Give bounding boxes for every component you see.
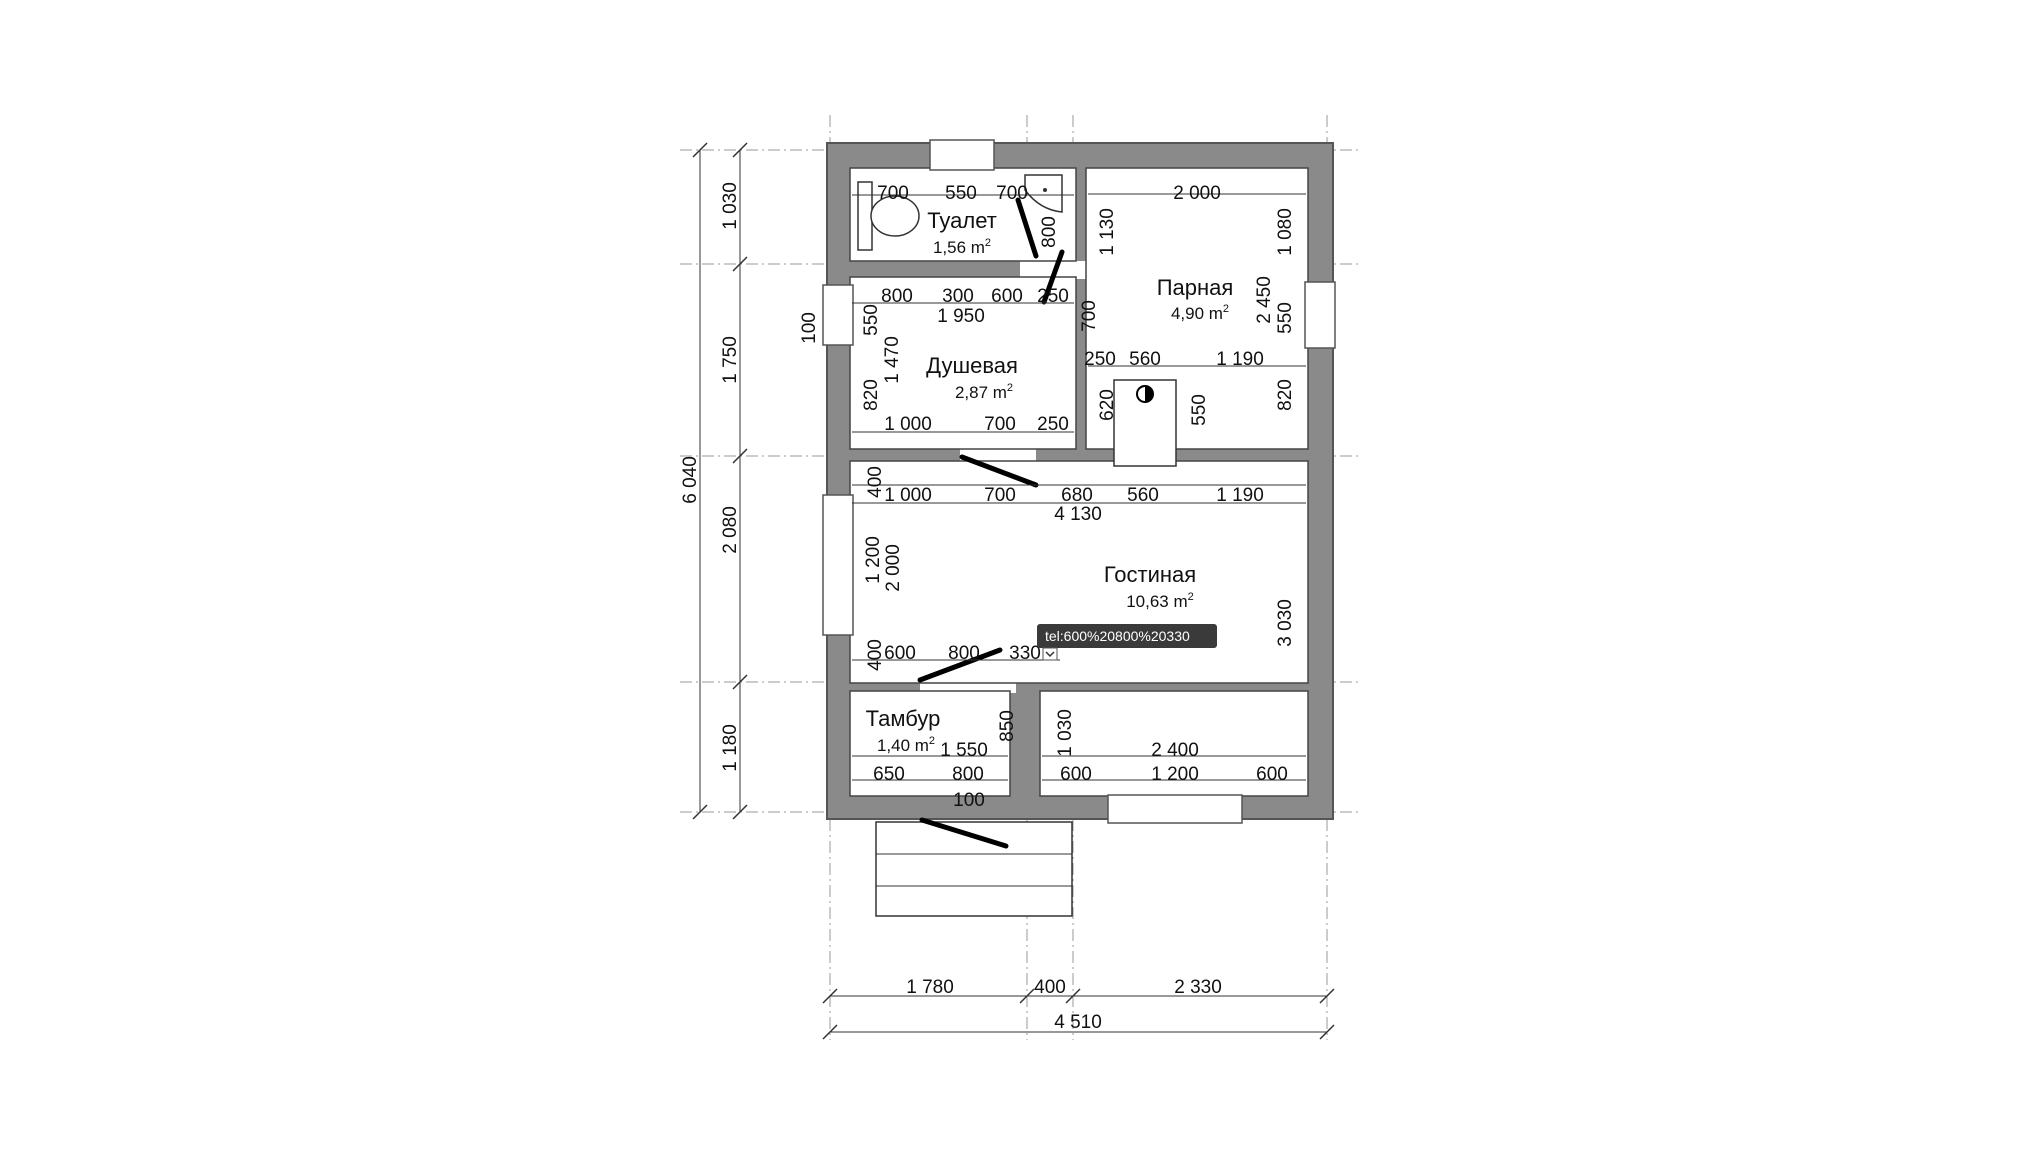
dim-s-250b: 250	[1037, 414, 1069, 435]
dim-s-600: 600	[991, 286, 1023, 307]
dim-g-800: 800	[948, 643, 980, 664]
dim-b-650: 650	[873, 764, 905, 785]
dim-p-560: 560	[1129, 349, 1161, 370]
dim-g-1000: 1 000	[884, 485, 932, 506]
dim-p-620: 620	[1097, 389, 1118, 421]
dim-p-1190: 1 190	[1216, 349, 1264, 370]
dim-b-600: 600	[1060, 764, 1092, 785]
dim-bottom-1780: 1 780	[906, 977, 954, 998]
dim-v-1030: 1 030	[1055, 709, 1076, 757]
dim-g-330: 330	[1009, 643, 1041, 664]
dim-bottom-400: 400	[1034, 977, 1066, 998]
room-name-shower: Душевая	[926, 353, 1018, 378]
door-living	[917, 647, 1003, 683]
room-name-sauna: Парная	[1157, 275, 1234, 300]
window-right-sauna	[1304, 281, 1336, 349]
room-name-living: Гостиная	[1104, 562, 1196, 587]
dim-t-800v: 800	[1039, 216, 1060, 248]
dim-g-3030: 3 030	[1275, 599, 1296, 647]
dim-p-550: 550	[1275, 302, 1296, 334]
interior-dimensions: 700 550 700 800 1 130 2 000 1 080 800 30…	[799, 183, 1306, 811]
dim-p-820: 820	[1275, 379, 1296, 411]
door-shower	[959, 454, 1039, 488]
dim-s-250: 250	[1037, 286, 1069, 307]
room-area-sauna: 4,90 m2	[1171, 303, 1229, 323]
dim-t-550: 550	[945, 183, 977, 204]
dim-p-2450: 2 450	[1254, 276, 1275, 324]
dim-v-1550: 1 550	[940, 740, 988, 761]
dim-s-700v: 700	[1079, 300, 1100, 332]
dim-s-800: 800	[881, 286, 913, 307]
toilet-icon	[857, 181, 920, 251]
dim-s-1950: 1 950	[937, 306, 985, 327]
dim-left-2080: 2 080	[720, 506, 741, 554]
dim-s-1000: 1 000	[884, 414, 932, 435]
dim-t-1080: 1 080	[1275, 208, 1296, 256]
dim-p-550b: 550	[1189, 394, 1210, 426]
dim-g-560: 560	[1127, 485, 1159, 506]
room-area-living: 10,63 m2	[1126, 591, 1194, 611]
dim-b-800: 800	[952, 764, 984, 785]
dim-t-1130: 1 130	[1097, 208, 1118, 256]
dim-b-1200: 1 200	[1151, 764, 1199, 785]
room-name-vestibule: Тамбур	[866, 706, 941, 731]
dim-b-100: 100	[953, 790, 985, 811]
window-top	[929, 139, 995, 171]
door-sauna	[1041, 249, 1065, 305]
window-left-living	[822, 494, 854, 636]
window-bottom	[1107, 794, 1243, 824]
dim-s-1470: 1 470	[882, 336, 903, 384]
dim-g-2000: 2 000	[883, 544, 904, 592]
dim-bottom-2330: 2 330	[1174, 977, 1222, 998]
dim-g-1200: 1 200	[863, 536, 884, 584]
dim-t-2000: 2 000	[1173, 183, 1221, 204]
dim-g-600: 600	[884, 643, 916, 664]
sink-icon	[1024, 174, 1063, 213]
door-entrance	[919, 817, 1009, 849]
room-name-toilet: Туалет	[927, 208, 997, 233]
room-area-toilet: 1,56 m2	[933, 237, 991, 257]
door-toilet	[1015, 197, 1039, 259]
left-dimensions: 1 030 1 750 2 080 1 180 6 040	[680, 142, 748, 820]
window-left-shower	[822, 284, 854, 346]
windows	[822, 139, 1336, 824]
dim-g-700: 700	[984, 485, 1016, 506]
room-labels: Туалет 1,56 m2 Парная 4,90 m2 Душевая 2,…	[866, 208, 1234, 755]
dim-t-700b: 700	[996, 183, 1028, 204]
dim-s-100: 100	[799, 312, 820, 344]
dim-v-2400: 2 400	[1151, 740, 1199, 761]
link-tooltip[interactable]: tel:600%20800%20330	[1037, 624, 1217, 661]
chevron-down-icon	[1045, 651, 1055, 658]
dim-t-700a: 700	[877, 183, 909, 204]
dim-left-1030: 1 030	[720, 182, 741, 230]
dim-left-total: 6 040	[680, 456, 701, 504]
dim-g-1190: 1 190	[1216, 485, 1264, 506]
room-area-vestibule: 1,40 m2	[877, 735, 935, 755]
dim-v-850: 850	[997, 710, 1018, 742]
dim-s-820v: 820	[861, 379, 882, 411]
dim-s-700: 700	[984, 414, 1016, 435]
dim-g-4130: 4 130	[1054, 504, 1102, 525]
dim-s-300: 300	[942, 286, 974, 307]
dim-b-600b: 600	[1256, 764, 1288, 785]
dim-g-680: 680	[1061, 485, 1093, 506]
dim-left-1750: 1 750	[720, 336, 741, 384]
room-area-shower: 2,87 m2	[955, 382, 1013, 402]
dim-left-1180: 1 180	[720, 724, 741, 772]
doors	[917, 197, 1065, 849]
dim-g-400: 400	[865, 466, 886, 498]
dim-p-250: 250	[1084, 349, 1116, 370]
bottom-dimensions: 1 780 400 2 330 4 510	[822, 977, 1335, 1040]
dim-bottom-total: 4 510	[1054, 1012, 1102, 1033]
stove-icon	[1113, 379, 1177, 467]
dim-s-550v: 550	[861, 304, 882, 336]
link-tooltip-text: tel:600%20800%20330	[1045, 628, 1190, 644]
dim-g-400b: 400	[865, 639, 886, 671]
